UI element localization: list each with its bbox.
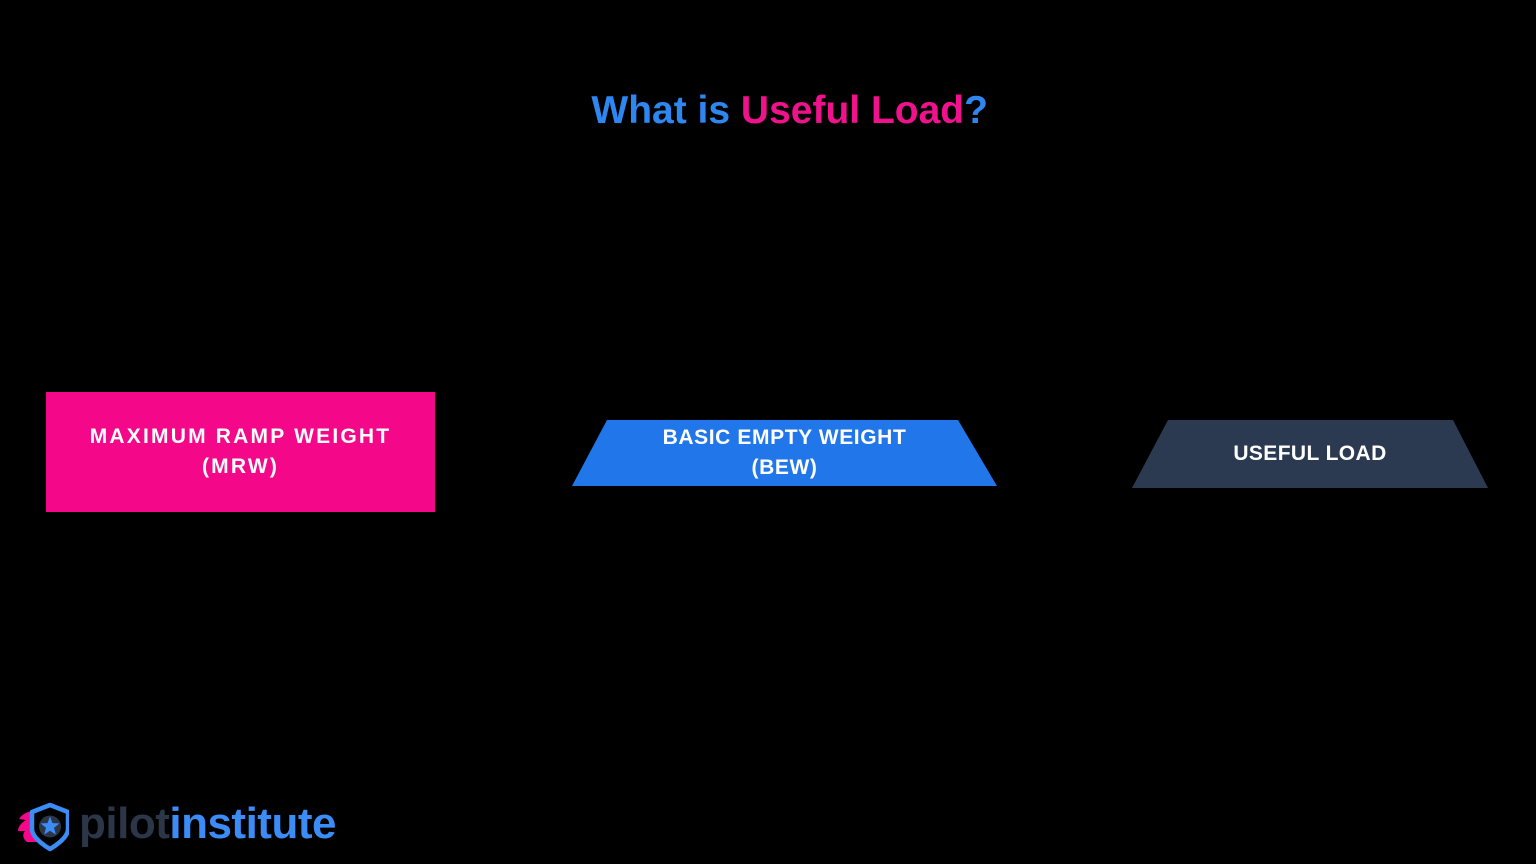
title-question-mark: ? xyxy=(964,89,988,132)
block-label-line: (BEW) xyxy=(751,456,818,479)
logo-word-institute: institute xyxy=(169,799,336,848)
block-basic-empty-weight: BASIC EMPTY WEIGHT (BEW) xyxy=(572,420,997,486)
block-label-line: (MRW) xyxy=(201,455,280,478)
shield-star-icon xyxy=(18,802,69,852)
block-label-line: USEFUL LOAD xyxy=(1233,442,1387,465)
block-maximum-ramp-weight: MAXIMUM RAMP WEIGHT (MRW) xyxy=(46,392,435,512)
logo-word-pilot: pilot xyxy=(79,799,170,848)
page-title: What is Useful Load? xyxy=(0,45,1536,177)
title-text-blue: What is xyxy=(591,89,741,132)
logo-wordmark: pilotinstitute xyxy=(79,802,336,846)
star-shape xyxy=(40,816,60,835)
pilot-institute-logo: pilotinstitute xyxy=(13,798,336,856)
block-label-line: BASIC EMPTY WEIGHT xyxy=(662,426,907,449)
title-text-pink: Useful Load xyxy=(740,89,965,132)
block-useful-load: USEFUL LOAD xyxy=(1132,420,1488,488)
block-label-line: MAXIMUM RAMP WEIGHT xyxy=(89,425,392,448)
